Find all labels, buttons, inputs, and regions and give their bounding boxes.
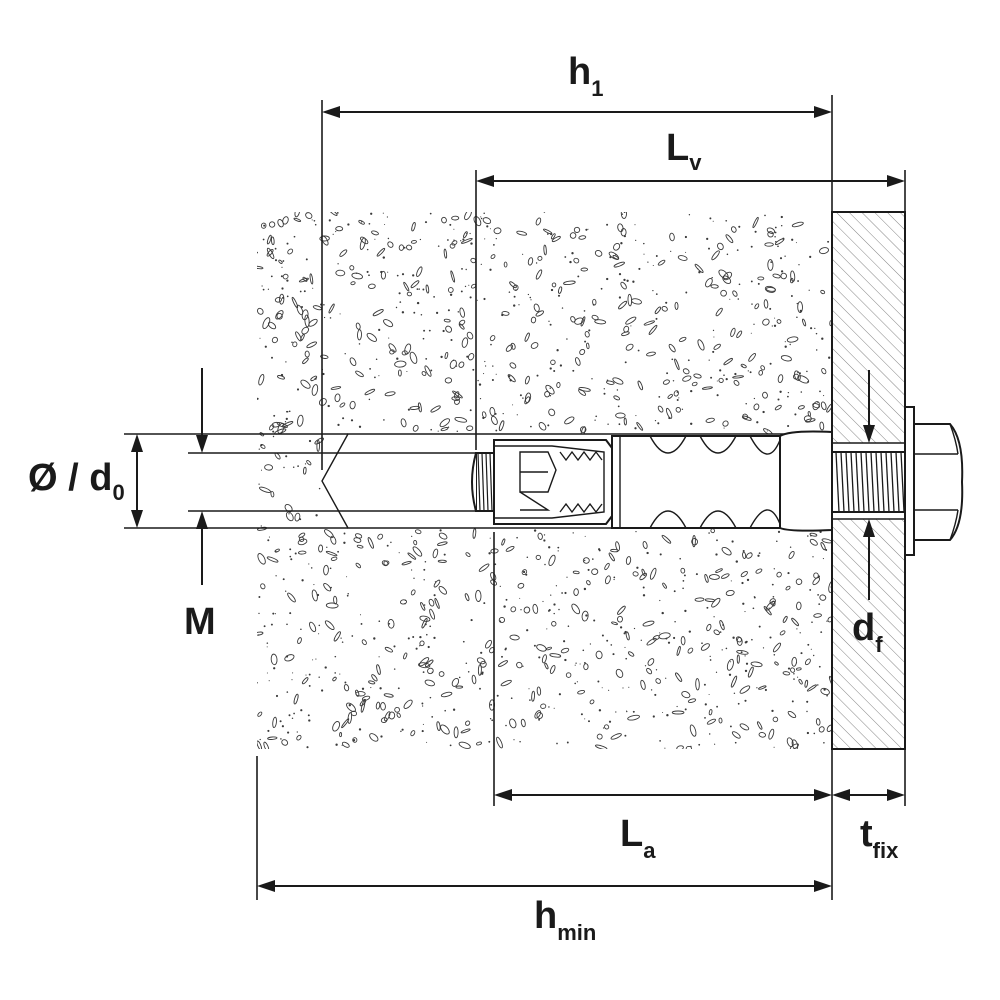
washer <box>904 406 915 556</box>
dimension-hmin: hmin <box>256 756 832 945</box>
dimension-d0: Ø / d0 <box>28 433 348 529</box>
bolt-collar <box>779 430 833 532</box>
dimension-m: M <box>184 368 476 643</box>
expansion-clip <box>493 439 613 525</box>
label-la: La <box>620 813 656 863</box>
dimension-df: df <box>852 370 883 657</box>
label-tfix: tfix <box>860 813 899 863</box>
anchor-bolt <box>471 406 964 556</box>
dimension-la: La <box>493 532 833 900</box>
sleeve <box>611 435 781 529</box>
hex-nut <box>913 423 964 541</box>
label-m: M <box>184 601 216 643</box>
label-h1: h1 <box>568 51 603 101</box>
label-df: df <box>852 607 883 657</box>
dimension-lv: Lv <box>475 127 906 450</box>
thread-section <box>831 451 911 513</box>
dimension-h1: h1 <box>321 51 833 470</box>
dimension-tfix: tfix <box>832 749 906 863</box>
label-d0: Ø / d0 <box>28 457 125 505</box>
label-hmin: hmin <box>534 895 596 945</box>
label-lv: Lv <box>666 127 702 175</box>
